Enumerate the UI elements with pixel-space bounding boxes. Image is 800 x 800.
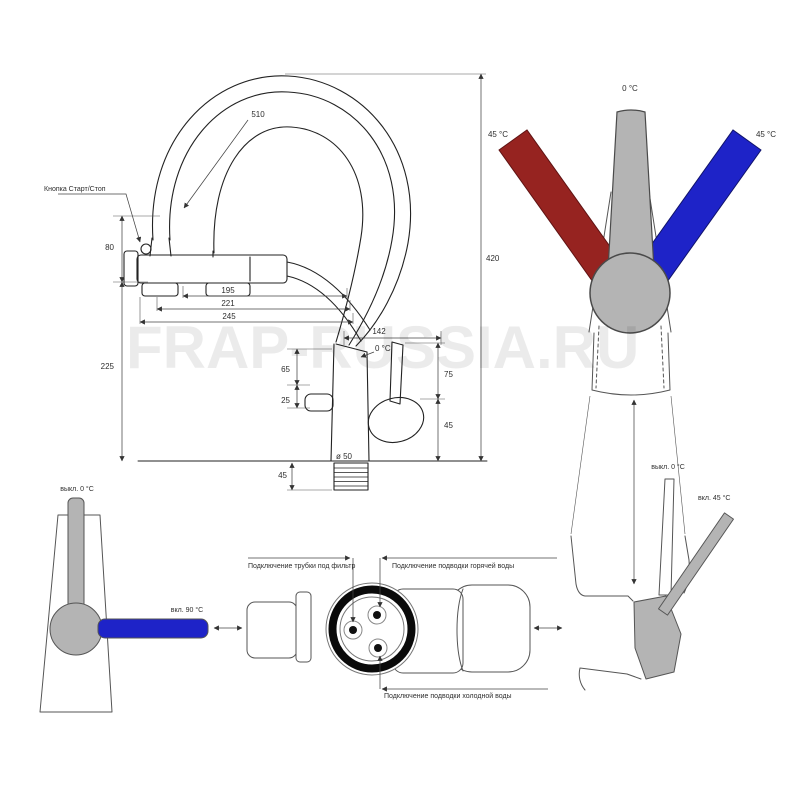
body-profile-left-collar bbox=[295, 591, 312, 663]
side-view-cold-position: выкл. 0 °C вкл. 90 °C bbox=[39, 485, 243, 713]
label-front-0c: 0 °C bbox=[622, 84, 638, 93]
main-technical-drawing: 510 420 80 225 195 221 245 142 0 °C 65 2… bbox=[44, 73, 500, 491]
projection-lines bbox=[570, 395, 686, 535]
label-start-stop: Кнопка Старт/Стоп bbox=[44, 186, 106, 193]
label-temp-0: 0 °C bbox=[375, 344, 391, 353]
base-seal-ring bbox=[328, 585, 416, 673]
connection-hole-cold bbox=[368, 638, 388, 658]
dim-80: 80 bbox=[105, 243, 114, 252]
connection-hole-hot bbox=[367, 605, 387, 625]
dim-245: 245 bbox=[222, 312, 236, 321]
label-front-45-right: 45 °C bbox=[756, 130, 776, 139]
spray-head-body bbox=[136, 254, 288, 284]
handle-joint bbox=[49, 602, 103, 656]
filter-spout-stub bbox=[304, 393, 334, 412]
base-inner-circle bbox=[339, 596, 405, 662]
leader-temp-0 bbox=[360, 351, 375, 358]
label-cold-connection: Подключение подводки холодной воды bbox=[384, 692, 512, 700]
label-left-off: выкл. 0 °C bbox=[60, 485, 94, 493]
body-cone-dashed bbox=[595, 325, 665, 389]
body-profile-right-curve bbox=[456, 588, 464, 672]
thread-tail bbox=[333, 462, 369, 491]
dimension-labels: 510 420 80 225 195 221 245 142 0 °C 65 2… bbox=[44, 110, 500, 480]
dim-25: 25 bbox=[281, 396, 290, 405]
wand-tube bbox=[249, 256, 371, 342]
dim-225: 225 bbox=[101, 362, 115, 371]
dim-75: 75 bbox=[444, 370, 453, 379]
spray-head-collar bbox=[123, 250, 139, 287]
spout-to-head-connectors bbox=[149, 237, 214, 258]
thread-lines bbox=[333, 467, 369, 487]
spout-arcs bbox=[151, 75, 412, 347]
dim-195: 195 bbox=[221, 286, 235, 295]
dimension-lines bbox=[58, 73, 486, 491]
hole-dot bbox=[373, 611, 381, 619]
faucet-body-lines bbox=[330, 343, 370, 462]
off-handle-outline bbox=[658, 478, 675, 596]
lever-boss bbox=[367, 396, 425, 444]
dim-510: 510 bbox=[251, 110, 265, 119]
start-stop-button bbox=[140, 243, 152, 255]
body-cone bbox=[591, 332, 671, 396]
body-profile-left bbox=[246, 601, 298, 659]
side-view-hot-position: выкл. 0 °C вкл. 45 °C bbox=[570, 463, 734, 691]
leader-510 bbox=[183, 119, 249, 209]
label-right-off: выкл. 0 °C bbox=[651, 463, 685, 471]
dim-142: 142 bbox=[372, 327, 386, 336]
on-handle-45 bbox=[658, 512, 734, 616]
on-handle-horizontal-blue bbox=[97, 618, 209, 639]
off-handle-vertical bbox=[67, 497, 85, 614]
extension-lines bbox=[113, 73, 486, 491]
dim-base-diameter: ø 50 bbox=[336, 452, 353, 461]
connection-hole-filter bbox=[343, 620, 363, 640]
label-left-on: вкл. 90 °C bbox=[171, 606, 203, 614]
cold-handle-45 bbox=[638, 129, 762, 283]
lever-arm bbox=[389, 341, 404, 405]
handle-boss bbox=[633, 595, 682, 680]
bottom-view-connections: Подключение трубки под фильтр Подключени… bbox=[246, 555, 563, 700]
front-view-handle-positions: 45 °C 0 °C 45 °C bbox=[488, 84, 776, 585]
dim-45-base: 45 bbox=[278, 471, 287, 480]
dim-221: 221 bbox=[221, 299, 235, 308]
label-filter-connection: Подключение трубки под фильтр bbox=[248, 562, 355, 570]
center-handle-0 bbox=[607, 109, 655, 271]
label-front-45-left: 45 °C bbox=[488, 130, 508, 139]
leader-start-stop bbox=[58, 193, 142, 243]
dim-420: 420 bbox=[486, 254, 500, 263]
label-hot-connection: Подключение подводки горячей воды bbox=[392, 562, 514, 570]
spray-head-foot-left bbox=[141, 282, 179, 297]
hole-dot bbox=[349, 626, 357, 634]
hot-handle-45 bbox=[498, 129, 622, 283]
hole-dot bbox=[374, 644, 382, 652]
dim-65: 65 bbox=[281, 365, 290, 374]
dim-45-side: 45 bbox=[444, 421, 453, 430]
handle-joint bbox=[589, 252, 671, 334]
label-right-on: вкл. 45 °C bbox=[698, 494, 730, 502]
